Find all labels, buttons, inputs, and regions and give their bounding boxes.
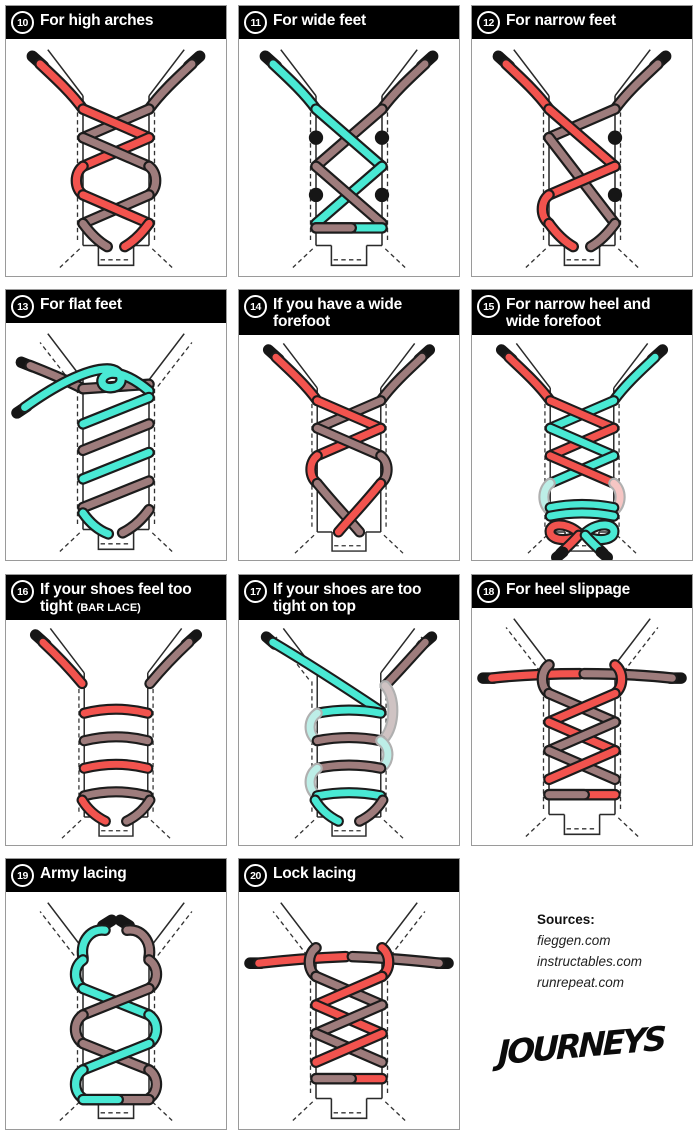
panel-header: 20 Lock lacing [239, 859, 459, 892]
panel-title-text: If your shoes feel too tight [40, 581, 192, 615]
lacing-panel-12: 12 For narrow feet [471, 5, 693, 277]
panel-number-badge: 15 [477, 295, 500, 318]
sources-list: fieggen.com instructables.com runrepeat.… [537, 931, 693, 994]
panel-header: 11 For wide feet [239, 6, 459, 39]
lacing-diagram [260, 628, 438, 840]
lacing-diagram [262, 343, 436, 555]
lacing-panel-17: 17 If your shoes are too tight on top [238, 574, 460, 846]
panel-number-badge: 20 [244, 864, 267, 887]
sources-label: Sources: [537, 912, 595, 927]
panel-title: If you have a wide forefoot [273, 294, 453, 330]
panel-number-badge: 16 [11, 580, 34, 603]
panel-title: For high arches [40, 10, 153, 30]
panel-header: 10 For high arches [6, 6, 226, 39]
lacing-panel-18: 18 For heel slippage [471, 574, 693, 846]
panel-header: 13 For flat feet [6, 290, 226, 323]
journeys-logo: JOURNEYS [497, 1018, 665, 1073]
panel-title-text: Army lacing [40, 865, 127, 882]
lacing-panel-11: 11 For wide feet [238, 5, 460, 277]
skipped-eyelet-dot [607, 130, 623, 145]
lacing-diagram [11, 333, 193, 552]
panel-title-text: For flat feet [40, 296, 122, 313]
skipped-eyelet-dot [308, 130, 324, 145]
panel-title: For wide feet [273, 10, 366, 30]
panel-title-text: Lock lacing [273, 865, 357, 882]
panel-title: For narrow feet [506, 10, 616, 30]
lacing-panel-10: 10 For high arches [5, 5, 227, 277]
panel-number-badge: 13 [11, 295, 34, 318]
lacing-diagram [495, 343, 669, 560]
panel-title-text: For narrow feet [506, 12, 616, 29]
panel-title: Army lacing [40, 863, 127, 883]
lacing-diagram [244, 902, 454, 1121]
panel-title-text: If you have a wide forefoot [273, 296, 403, 330]
source-item: runrepeat.com [537, 974, 625, 990]
skipped-eyelet-dot [607, 187, 623, 203]
lacing-panel-20: 20 Lock lacing [238, 858, 460, 1130]
lacing-diagram [477, 618, 687, 837]
sources-block: Sources: fieggen.com instructables.com r… [471, 858, 693, 1130]
panel-title-text: For heel slippage [506, 581, 631, 598]
lacing-panel-19: 19 Army lacing [5, 858, 227, 1130]
panel-title: For heel slippage [506, 579, 630, 599]
lacing-panel-16: 16 If your shoes feel too tight (BAR LACE… [5, 574, 227, 846]
panel-number-badge: 17 [244, 580, 267, 603]
lacing-diagram [29, 628, 203, 840]
panel-number-badge: 19 [11, 864, 34, 887]
panel-header: 19 Army lacing [6, 859, 226, 892]
panel-title: If your shoes feel too tight (BAR LACE) [40, 579, 220, 615]
lacing-diagram [492, 49, 672, 268]
lacing-diagram [39, 902, 193, 1121]
panel-header: 14 If you have a wide forefoot [239, 290, 459, 336]
panel-title-text: For narrow heel and wide forefoot [506, 296, 651, 330]
panel-number-badge: 12 [477, 11, 500, 34]
panel-number-badge: 11 [244, 11, 267, 34]
panel-number-badge: 10 [11, 11, 34, 34]
skipped-eyelet-dot [374, 130, 390, 145]
lacing-panel-15: 15 For narrow heel and wide forefoot [471, 289, 693, 561]
lacing-panel-13: 13 For flat feet [5, 289, 227, 561]
panel-number-badge: 14 [244, 295, 267, 318]
panel-title: If your shoes are too tight on top [273, 579, 453, 615]
panel-title: For flat feet [40, 294, 122, 314]
panel-title: Lock lacing [273, 863, 356, 883]
source-item: instructables.com [537, 953, 643, 969]
panel-header: 17 If your shoes are too tight on top [239, 575, 459, 621]
panel-header: 16 If your shoes feel too tight (BAR LACE… [6, 575, 226, 621]
lacing-panel-14: 14 If you have a wide forefoot [238, 289, 460, 561]
panel-subtitle: (BAR LACE) [76, 601, 141, 614]
lacing-diagram [259, 49, 439, 268]
panel-title: For narrow heel and wide forefoot [506, 294, 686, 330]
panel-number-badge: 18 [477, 580, 500, 603]
panel-header: 15 For narrow heel and wide forefoot [472, 290, 692, 336]
panel-title-text: For high arches [40, 12, 154, 29]
panel-title-text: If your shoes are too tight on top [273, 581, 422, 615]
panel-header: 12 For narrow feet [472, 6, 692, 39]
lacing-diagram [26, 49, 206, 268]
skipped-eyelet-dot [308, 187, 324, 203]
source-item: fieggen.com [537, 933, 611, 948]
panel-title-text: For wide feet [273, 12, 366, 29]
skipped-eyelet-dot [374, 187, 390, 203]
panel-header: 18 For heel slippage [472, 575, 692, 608]
